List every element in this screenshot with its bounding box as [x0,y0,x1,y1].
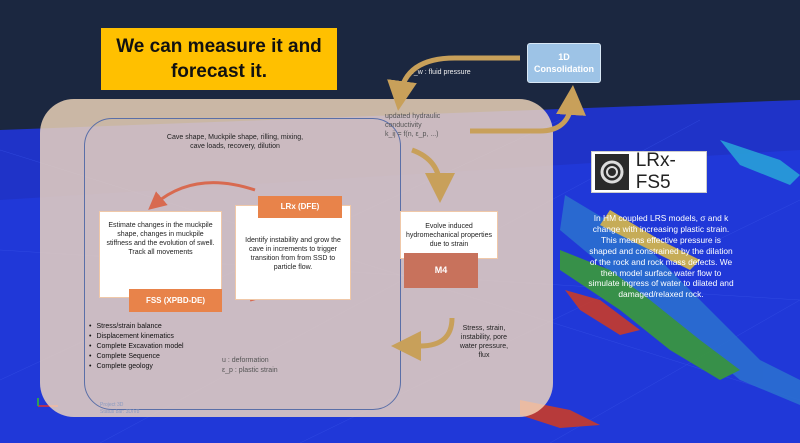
status-line-1: Project 3D [100,402,124,408]
fluid-pressure-label: p_w : fluid pressure [410,69,471,76]
list-item: Complete Excavation model [89,342,183,352]
estimate-box: Estimate changes in the muckpile shape, … [99,211,222,298]
arrow-m4-to-loop [391,317,455,361]
list-item: Stress/strain balance [89,322,184,332]
brand-name: LRx-FS5 [635,150,676,193]
lrx-dfe-tag: LRx (DFE) [258,196,342,218]
legend-plastic-strain: ε_p : plastic strain [222,367,278,374]
conductivity-line-1: updated hydraulic [385,113,441,120]
cave-shape-text: Cave shape, Muckpile shape, rilling, mix… [166,134,304,150]
m4-tag: M4 [404,253,478,288]
stress-output-text: Stress, strain, instability, pore water … [459,325,509,359]
model-description: In HM coupled LRS models, σ and k change… [588,213,734,300]
status-line-2: Status bar: 3D/V8 [100,409,140,415]
fss-xpbd-tag: FSS (XPBD-DE) [129,289,222,312]
consolidation-box: 1D Consolidation [527,43,601,83]
arrow-lrx-to-estimate [148,181,256,210]
updated-conductivity-label: updated hydraulic conductivity k_ij = f(… [385,112,440,139]
list-item: Displacement kinematics [89,332,184,342]
list-item: Complete geology [89,362,184,372]
lrx-logo-icon [595,154,629,190]
arrow-to-evolve [411,147,455,203]
headline-banner: We can measure it and forecast it. [101,28,337,90]
evolve-box: Evolve induced hydromechanical propertie… [400,211,498,259]
arrow-consol-to-panel [387,55,520,111]
conductivity-line-2: conductivity [385,122,422,129]
lrx-description-box: Identify instability and grow the cave i… [235,205,351,300]
list-item: Complete Sequence [89,352,184,362]
capabilities-list: Stress/strain balance Displacement kinem… [89,322,184,372]
status-text: Project 3D Status bar: 3D/V8 [100,402,139,416]
lrx-fs5-logo: LRx-FS5 [591,150,707,193]
conductivity-formula: k_ij = f(n, ε_p, ...) [385,131,439,138]
inner-loop-frame [84,118,401,410]
legend-deformation: u : deformation [222,357,269,364]
arrow-panel-to-consol [470,85,586,134]
